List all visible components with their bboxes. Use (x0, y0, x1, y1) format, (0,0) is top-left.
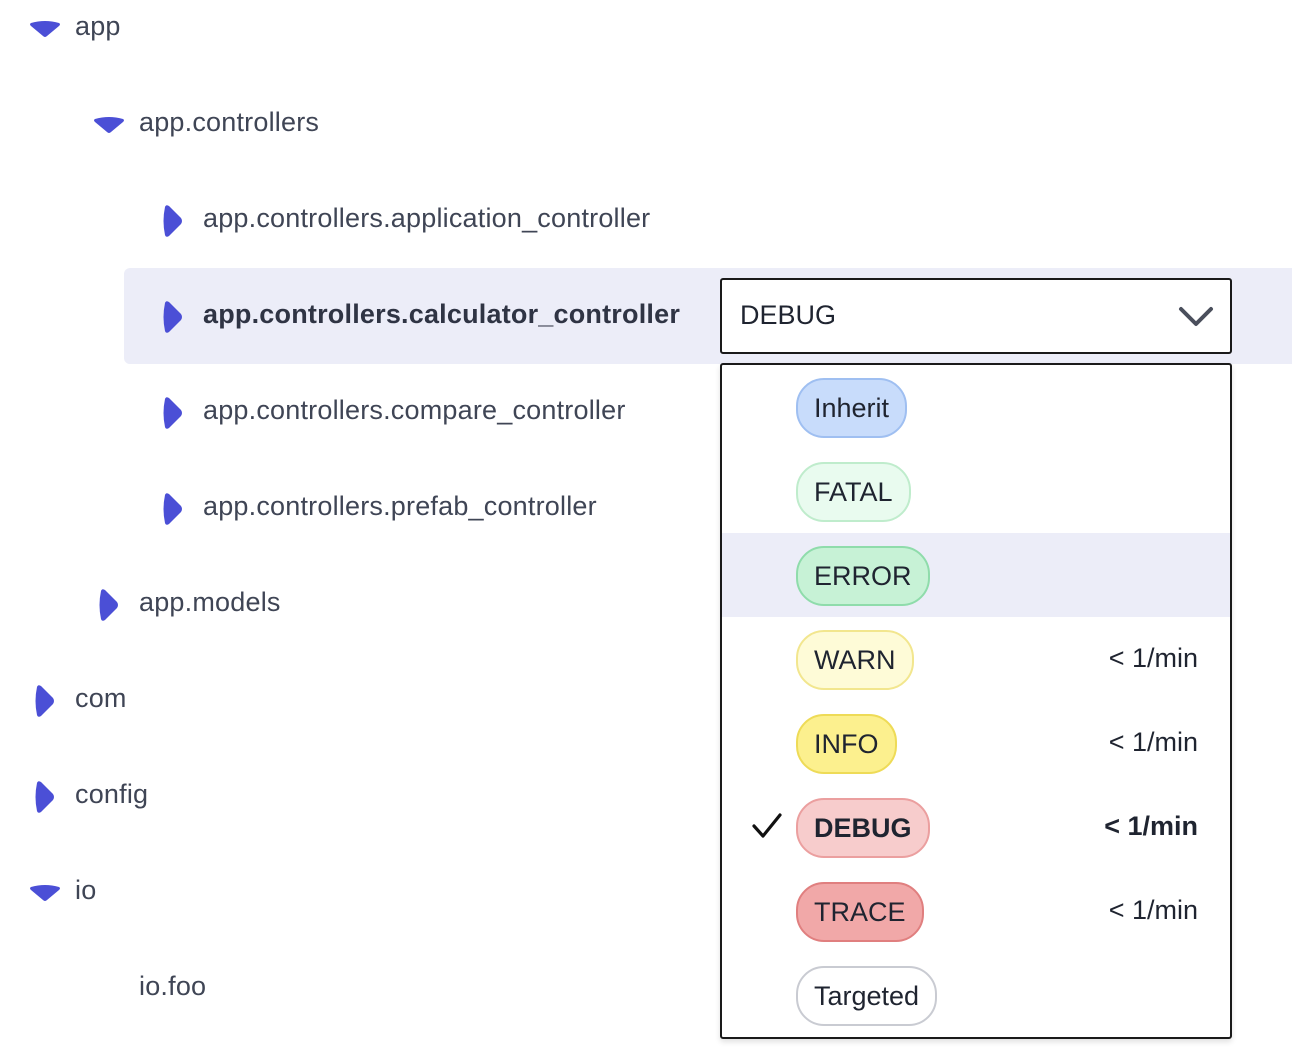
tree-item-application-controller[interactable]: app.controllers.application_controller (0, 172, 700, 268)
caret-right-icon[interactable] (162, 492, 184, 526)
level-pill: TRACE (796, 882, 924, 942)
tree-item-label: config (75, 779, 149, 809)
log-level-dropdown: Inherit FATAL ERROR WARN < 1/min INFO < … (720, 363, 1232, 1039)
level-option-trace[interactable]: TRACE < 1/min (722, 869, 1230, 953)
tree-item-compare-controller[interactable]: app.controllers.compare_controller (0, 364, 700, 460)
tree-item-app-models[interactable]: app.models (0, 556, 700, 652)
tree-item-calculator-controller[interactable]: app.controllers.calculator_controller (0, 268, 710, 364)
tree-item-label: io (75, 875, 97, 905)
level-option-warn[interactable]: WARN < 1/min (722, 617, 1230, 701)
level-pill: ERROR (796, 546, 930, 606)
level-option-fatal[interactable]: FATAL (722, 449, 1230, 533)
tree-item-label: app.controllers.prefab_controller (203, 491, 597, 521)
level-pill: Inherit (796, 378, 908, 438)
level-pill: DEBUG (796, 798, 930, 858)
level-pill: FATAL (796, 462, 911, 522)
checkmark-icon (752, 813, 782, 838)
tree-item-app-controllers[interactable]: app.controllers (0, 76, 700, 172)
tree-item-label: io.foo (139, 971, 207, 1001)
caret-down-icon[interactable] (28, 20, 62, 38)
caret-right-icon[interactable] (162, 396, 184, 430)
level-option-error[interactable]: ERROR (722, 533, 1230, 617)
tree-item-io-foo[interactable]: io.foo (0, 940, 700, 1036)
tree-item-prefab-controller[interactable]: app.controllers.prefab_controller (0, 460, 700, 556)
tree-item-label: app.controllers.application_controller (203, 203, 651, 233)
tree-item-io[interactable]: io (0, 844, 700, 940)
caret-right-icon[interactable] (34, 780, 56, 814)
tree-item-label: app.controllers.calculator_controller (203, 299, 681, 329)
level-pill: Targeted (796, 966, 938, 1026)
level-rate: < 1/min (1108, 895, 1198, 925)
caret-right-icon[interactable] (34, 684, 56, 718)
caret-right-icon[interactable] (162, 300, 184, 334)
level-option-info[interactable]: INFO < 1/min (722, 701, 1230, 785)
level-option-debug[interactable]: DEBUG < 1/min (722, 785, 1230, 869)
tree-item-label: com (75, 683, 127, 713)
level-option-targeted[interactable]: Targeted (722, 953, 1230, 1037)
tree-item-label: app.models (139, 587, 281, 617)
level-rate: < 1/min (1104, 811, 1198, 841)
tree-item-label: app (75, 11, 121, 41)
level-option-inherit[interactable]: Inherit (722, 365, 1230, 449)
tree-item-config[interactable]: config (0, 748, 700, 844)
tree-item-label: app.controllers (139, 107, 320, 137)
level-rate: < 1/min (1108, 643, 1198, 673)
tree-item-app[interactable]: app (0, 0, 700, 76)
caret-down-icon[interactable] (92, 116, 126, 134)
caret-right-icon[interactable] (162, 204, 184, 238)
level-pill: WARN (796, 630, 914, 690)
chevron-down-icon (1179, 307, 1213, 326)
level-pill: INFO (796, 714, 897, 774)
log-level-select-value: DEBUG (740, 300, 837, 330)
level-rate: < 1/min (1108, 727, 1198, 757)
caret-down-icon[interactable] (28, 884, 62, 902)
caret-right-icon[interactable] (98, 588, 120, 622)
tree-item-label: app.controllers.compare_controller (203, 395, 626, 425)
tree-item-com[interactable]: com (0, 652, 700, 748)
log-level-select[interactable]: DEBUG (720, 278, 1232, 354)
